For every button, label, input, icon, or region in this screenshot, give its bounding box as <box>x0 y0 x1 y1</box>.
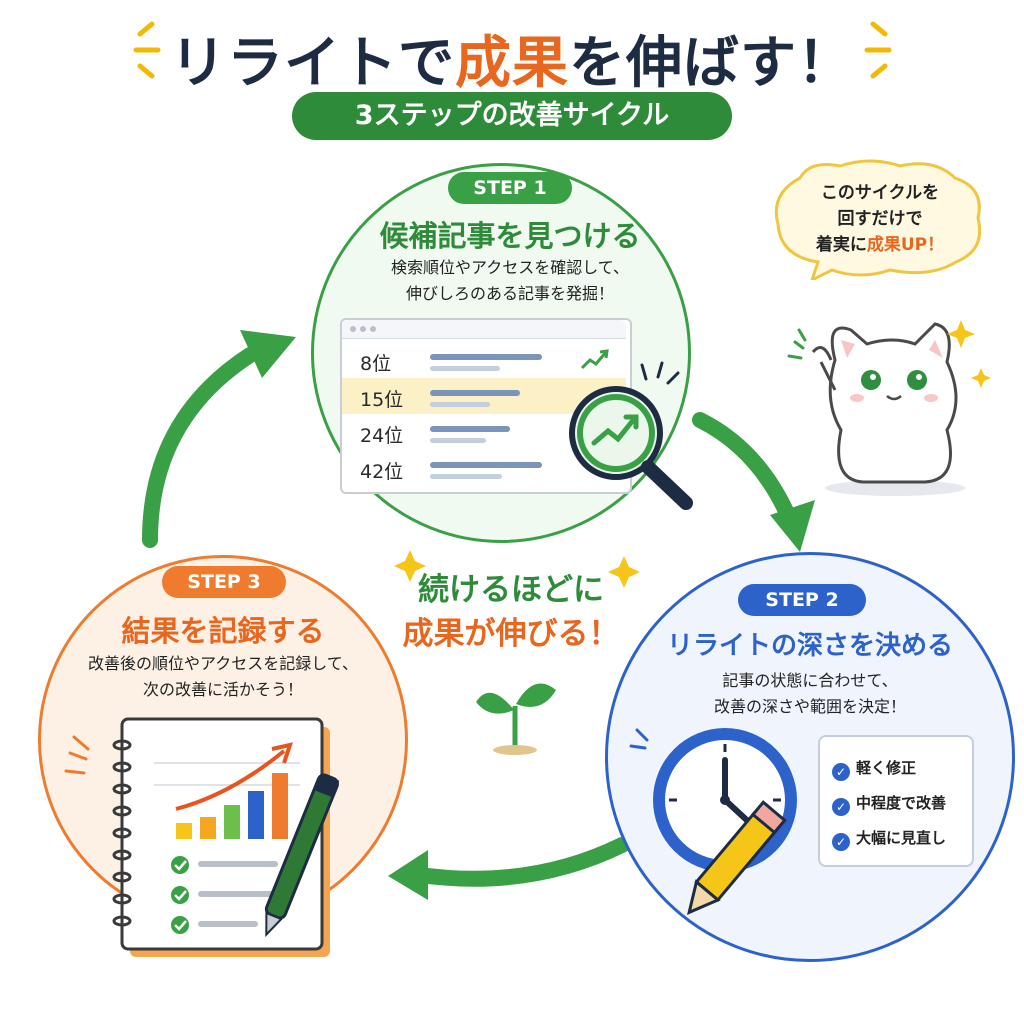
rank-value: 42位 <box>360 461 404 483</box>
center-message: 続けるほどに 成果が伸びる！ <box>395 568 627 656</box>
rank-value: 15位 <box>360 389 404 411</box>
step1-title: 候補記事を見つける <box>379 219 641 253</box>
step1-badge: STEP 1 <box>448 172 572 204</box>
sparkle-left-icon <box>133 21 161 79</box>
speech-line: 回すだけで <box>837 209 923 229</box>
arrow-step3-to-step1 <box>142 347 258 548</box>
cat-mascot-icon <box>787 320 991 496</box>
depth-options-card: ✓軽く修正 ✓中程度で改善 ✓大幅に見直し <box>818 735 974 867</box>
option-major-revision: ✓大幅に見直し <box>832 827 946 851</box>
arrow-head-step2 <box>770 500 815 552</box>
arrow-step1-to-step2 <box>692 412 798 528</box>
sprout-icon <box>476 683 556 755</box>
sparkle-right-icon <box>864 21 892 79</box>
notebook-chart-icon <box>64 717 340 957</box>
rank-row: 42位 <box>342 450 626 486</box>
title-part1: リライトで <box>170 31 455 96</box>
check-icon: ✓ <box>832 833 850 851</box>
page-title: リライトで成果を伸ばす！ <box>0 18 1024 99</box>
center-line2: 成果が伸びる！ <box>402 616 620 652</box>
step2-description: 記事の状態に合わせて、 改善の深さや範囲を決定！ <box>713 671 906 716</box>
rank-value: 8位 <box>360 353 392 375</box>
option-light-fix: ✓軽く修正 <box>832 757 916 781</box>
arrow-head-step1 <box>240 330 296 378</box>
step3-description: 改善後の順位やアクセスを記録して、 次の改善に活かそう！ <box>88 654 358 699</box>
sparkle-icon <box>608 556 640 588</box>
magnifier-icon <box>569 361 693 510</box>
title-part2: を伸ばす！ <box>569 31 854 96</box>
check-icon: ✓ <box>832 798 850 816</box>
window-bar <box>342 320 626 339</box>
step1-description: 検索順位やアクセスを確認して、 伸びしろのある記事を発掘！ <box>391 258 629 303</box>
step3-badge: STEP 3 <box>162 566 286 598</box>
speech-bubble <box>774 159 982 280</box>
rank-row: 24位 <box>342 414 626 450</box>
trend-up-icon <box>580 349 609 370</box>
title-accent: 成果 <box>455 31 569 96</box>
rank-list-card: 8位 15位 24位 42位 <box>340 318 632 494</box>
rank-value: 24位 <box>360 425 404 447</box>
clock-pencil-icon <box>629 728 797 915</box>
speech-line: このサイクルを <box>820 183 940 203</box>
arrow-step2-to-step3 <box>412 837 630 887</box>
option-medium-improve: ✓中程度で改善 <box>832 792 946 816</box>
sparkle-icon <box>394 550 426 582</box>
rank-row: 8位 <box>342 342 626 378</box>
step3-title: 結果を記録する <box>121 614 325 648</box>
center-line1: 続けるほどに <box>418 572 604 608</box>
speech-text: このサイクルを 回すだけで 着実に成果UP！ <box>790 180 970 258</box>
speech-line: 着実に成果UP！ <box>815 235 945 255</box>
subtitle-badge: 3ステップの改善サイクル <box>292 92 732 140</box>
step2-badge: STEP 2 <box>738 584 866 616</box>
step2-title: リライトの深さを決める <box>666 631 953 661</box>
arrow-head-step3 <box>388 850 428 900</box>
check-icon: ✓ <box>832 763 850 781</box>
